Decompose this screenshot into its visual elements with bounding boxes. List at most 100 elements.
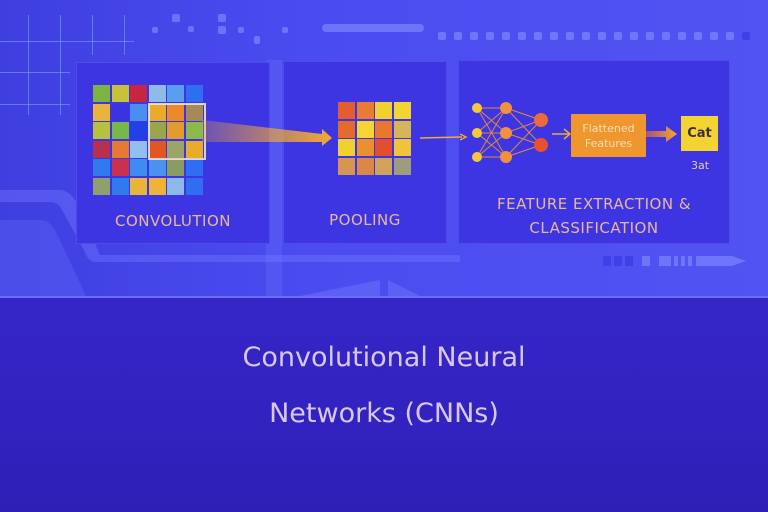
bg-dot (630, 32, 638, 40)
nn-node (472, 128, 482, 138)
flattened-features-box: Flattened Features (571, 114, 646, 157)
grid-cell (375, 157, 392, 175)
grid-cell (148, 159, 166, 176)
classification-label-line2: CLASSIFICATION (529, 219, 659, 237)
grid-cell (148, 103, 166, 121)
grid-cell (167, 140, 184, 158)
grid-cell (130, 85, 147, 102)
bg-dot (678, 32, 686, 40)
grid-cell (185, 85, 203, 102)
grid-cell (185, 159, 203, 176)
nn-node (472, 103, 482, 113)
section-divider (0, 296, 768, 299)
conv-to-pool-arrow (202, 120, 332, 146)
output-class-sublabel: 3at (690, 159, 710, 172)
grid-cell (93, 103, 110, 121)
flat-to-output-arrow (646, 126, 677, 142)
bg-dot (188, 26, 194, 32)
nn-node (500, 151, 512, 163)
grid-cell (148, 140, 166, 158)
flow-arrows (202, 102, 677, 163)
grid-cell (130, 159, 147, 176)
title-area: Convolutional Neural Networks (CNNs) (0, 298, 768, 512)
decorative-ticks (603, 256, 746, 266)
grid-cell (338, 157, 355, 175)
nn-node (534, 138, 548, 152)
bg-dot (614, 32, 622, 40)
grid-cell (393, 102, 411, 119)
grid-cell (185, 140, 203, 158)
grid-cell (338, 102, 355, 119)
grid-cell (111, 159, 129, 176)
nn-node (500, 127, 512, 139)
bg-dot (694, 32, 702, 40)
nn-connection (476, 132, 507, 158)
bg-dot (322, 24, 424, 32)
bg-dot (470, 32, 478, 40)
grid-cell (130, 177, 147, 195)
bg-grid-line (0, 72, 70, 73)
grid-cell (356, 157, 374, 175)
grid-cell (111, 122, 129, 139)
grid-cell (375, 120, 392, 138)
bg-grid-line (60, 15, 61, 115)
bg-dot (534, 32, 542, 40)
grid-cell (393, 157, 411, 175)
bg-dot (662, 32, 670, 40)
grid-cell (167, 159, 184, 176)
bg-dot (254, 36, 260, 44)
grid-cell (93, 177, 110, 195)
grid-cell (356, 120, 374, 138)
bg-dot (742, 32, 750, 40)
bg-dot (710, 32, 718, 40)
grid-cell (393, 120, 411, 138)
grid-cell (375, 139, 392, 156)
bg-grid-line (124, 15, 125, 55)
grid-cell (167, 177, 184, 195)
grid-cell (167, 85, 184, 102)
grid-cell (167, 103, 184, 121)
bg-dot (598, 32, 606, 40)
bg-dot (438, 32, 446, 40)
grid-cell (375, 102, 392, 119)
neural-network-icon (472, 102, 548, 163)
bg-dot (502, 32, 510, 40)
flattened-line1: Flattened (582, 121, 635, 135)
grid-cell (93, 159, 110, 176)
grid-cell (148, 122, 166, 139)
grid-cell (185, 177, 203, 195)
bg-grid-line (0, 104, 70, 105)
nn-connection (505, 119, 542, 158)
grid-cell (93, 140, 110, 158)
bg-dot (550, 32, 558, 40)
classification-label-line1: FEATURE EXTRACTION & (496, 195, 692, 213)
bg-dot (218, 26, 226, 34)
pooling-label: POOLING (329, 211, 401, 229)
grid-cell (93, 85, 110, 102)
grid-cell (111, 85, 129, 102)
grid-cell (393, 139, 411, 156)
bg-dot (566, 32, 574, 40)
pool-to-nn-arrow (419, 136, 463, 139)
bg-grid-line (28, 15, 29, 115)
grid-cell (185, 103, 203, 121)
bg-stripes (0, 60, 460, 296)
grid-cell (167, 122, 184, 139)
grid-cell (111, 103, 129, 121)
bg-dot (282, 27, 288, 33)
grid-cell (338, 120, 355, 138)
bg-dot (726, 32, 734, 40)
bg-grid-line (92, 15, 93, 55)
nn-node (472, 152, 482, 162)
grid-cell (130, 140, 147, 158)
bg-dot (218, 14, 226, 22)
nn-node (534, 113, 548, 127)
flattened-line2: Features (584, 136, 633, 150)
bg-dot (238, 27, 244, 33)
bg-dot (172, 14, 180, 22)
grid-cell (130, 122, 147, 139)
grid-cell (338, 139, 355, 156)
nn-connection (476, 107, 507, 158)
bg-dot (646, 32, 654, 40)
nn-connection (476, 107, 507, 134)
